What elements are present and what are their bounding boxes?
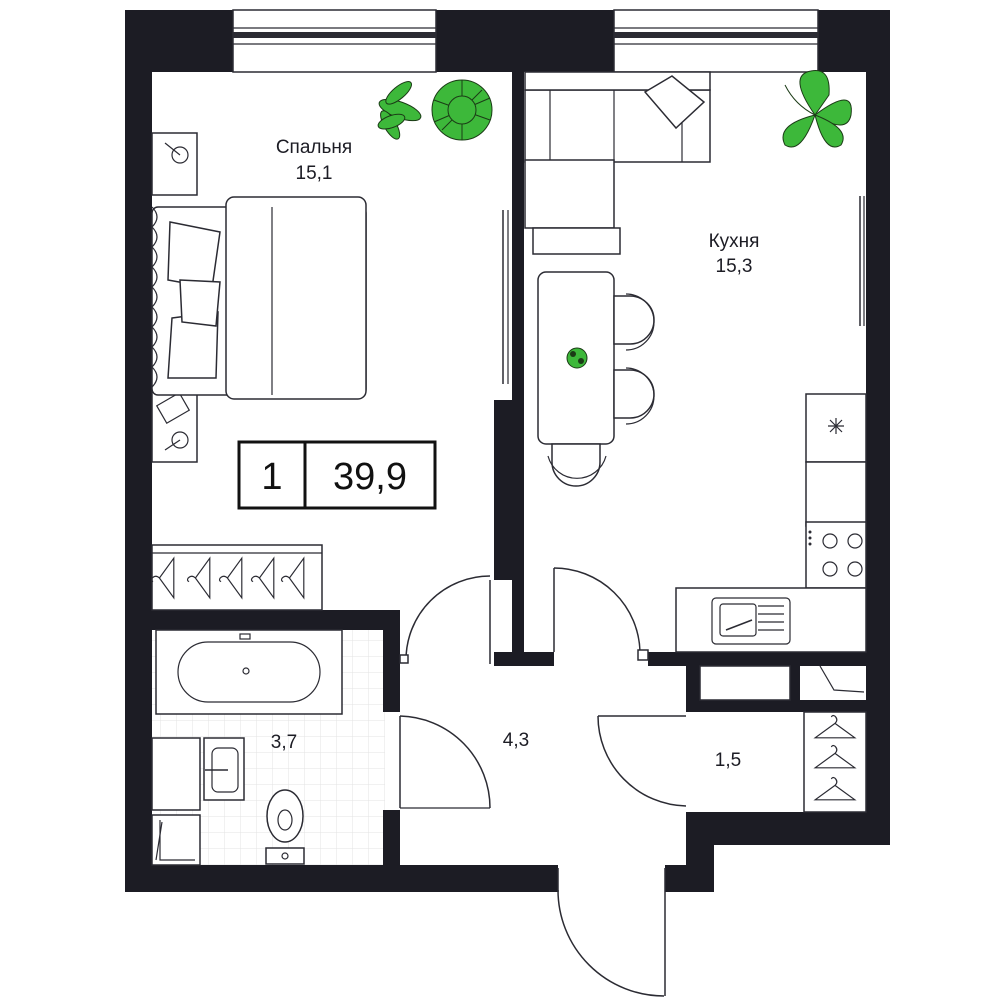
door-icon — [557, 868, 666, 997]
hanger-icon — [813, 714, 857, 739]
shower — [151, 814, 201, 866]
window-icon — [232, 9, 437, 73]
plant-icon — [377, 81, 422, 140]
door-icon — [597, 715, 687, 807]
plant-icon — [566, 347, 588, 369]
fridge — [805, 393, 867, 463]
storage-shelf — [699, 665, 791, 701]
kitchen-area: 15,3 — [716, 256, 753, 277]
hanger-icon — [813, 744, 857, 769]
plant-icon — [431, 79, 493, 141]
bathroom-area: 3,7 — [271, 732, 297, 753]
closet-area: 1,5 — [715, 750, 741, 771]
sink-icon — [675, 587, 867, 653]
door-icon — [553, 567, 649, 661]
stove-icon — [805, 521, 867, 589]
plant-icon — [782, 70, 852, 148]
hanger-icon — [186, 556, 211, 600]
bed-icon — [151, 196, 367, 400]
window-icon — [613, 9, 819, 73]
chair-icon — [613, 367, 655, 425]
nightstand — [151, 132, 198, 196]
kitchen-counter — [805, 461, 867, 527]
kitchen-name: Кухня — [709, 231, 760, 252]
nightstand — [151, 391, 198, 463]
toilet-icon — [265, 789, 305, 865]
bedroom-name: Спальня — [276, 137, 352, 158]
hallway-area: 4,3 — [503, 730, 529, 751]
hanger-icon — [218, 556, 243, 600]
wardrobe — [803, 711, 867, 813]
hanger-icon — [813, 776, 857, 801]
door-icon — [399, 575, 491, 664]
walls — [125, 10, 890, 892]
door-icon — [399, 715, 491, 809]
cabinet — [151, 737, 201, 811]
total-area: 39,9 — [333, 456, 407, 498]
hanger-icon — [280, 556, 305, 600]
chair-icon — [613, 293, 655, 351]
room-count: 1 — [261, 456, 282, 498]
bathtub-icon — [155, 629, 343, 715]
chair-icon — [547, 443, 607, 487]
dining-table-icon — [537, 271, 615, 445]
hanger-icon — [250, 556, 275, 600]
wardrobe — [151, 544, 323, 611]
bedroom-area: 15,1 — [296, 163, 333, 184]
sofa-icon — [524, 71, 711, 255]
hanger-icon — [150, 556, 175, 600]
sink-icon — [203, 737, 245, 801]
apartment-badge: 1 39,9 — [237, 440, 437, 510]
